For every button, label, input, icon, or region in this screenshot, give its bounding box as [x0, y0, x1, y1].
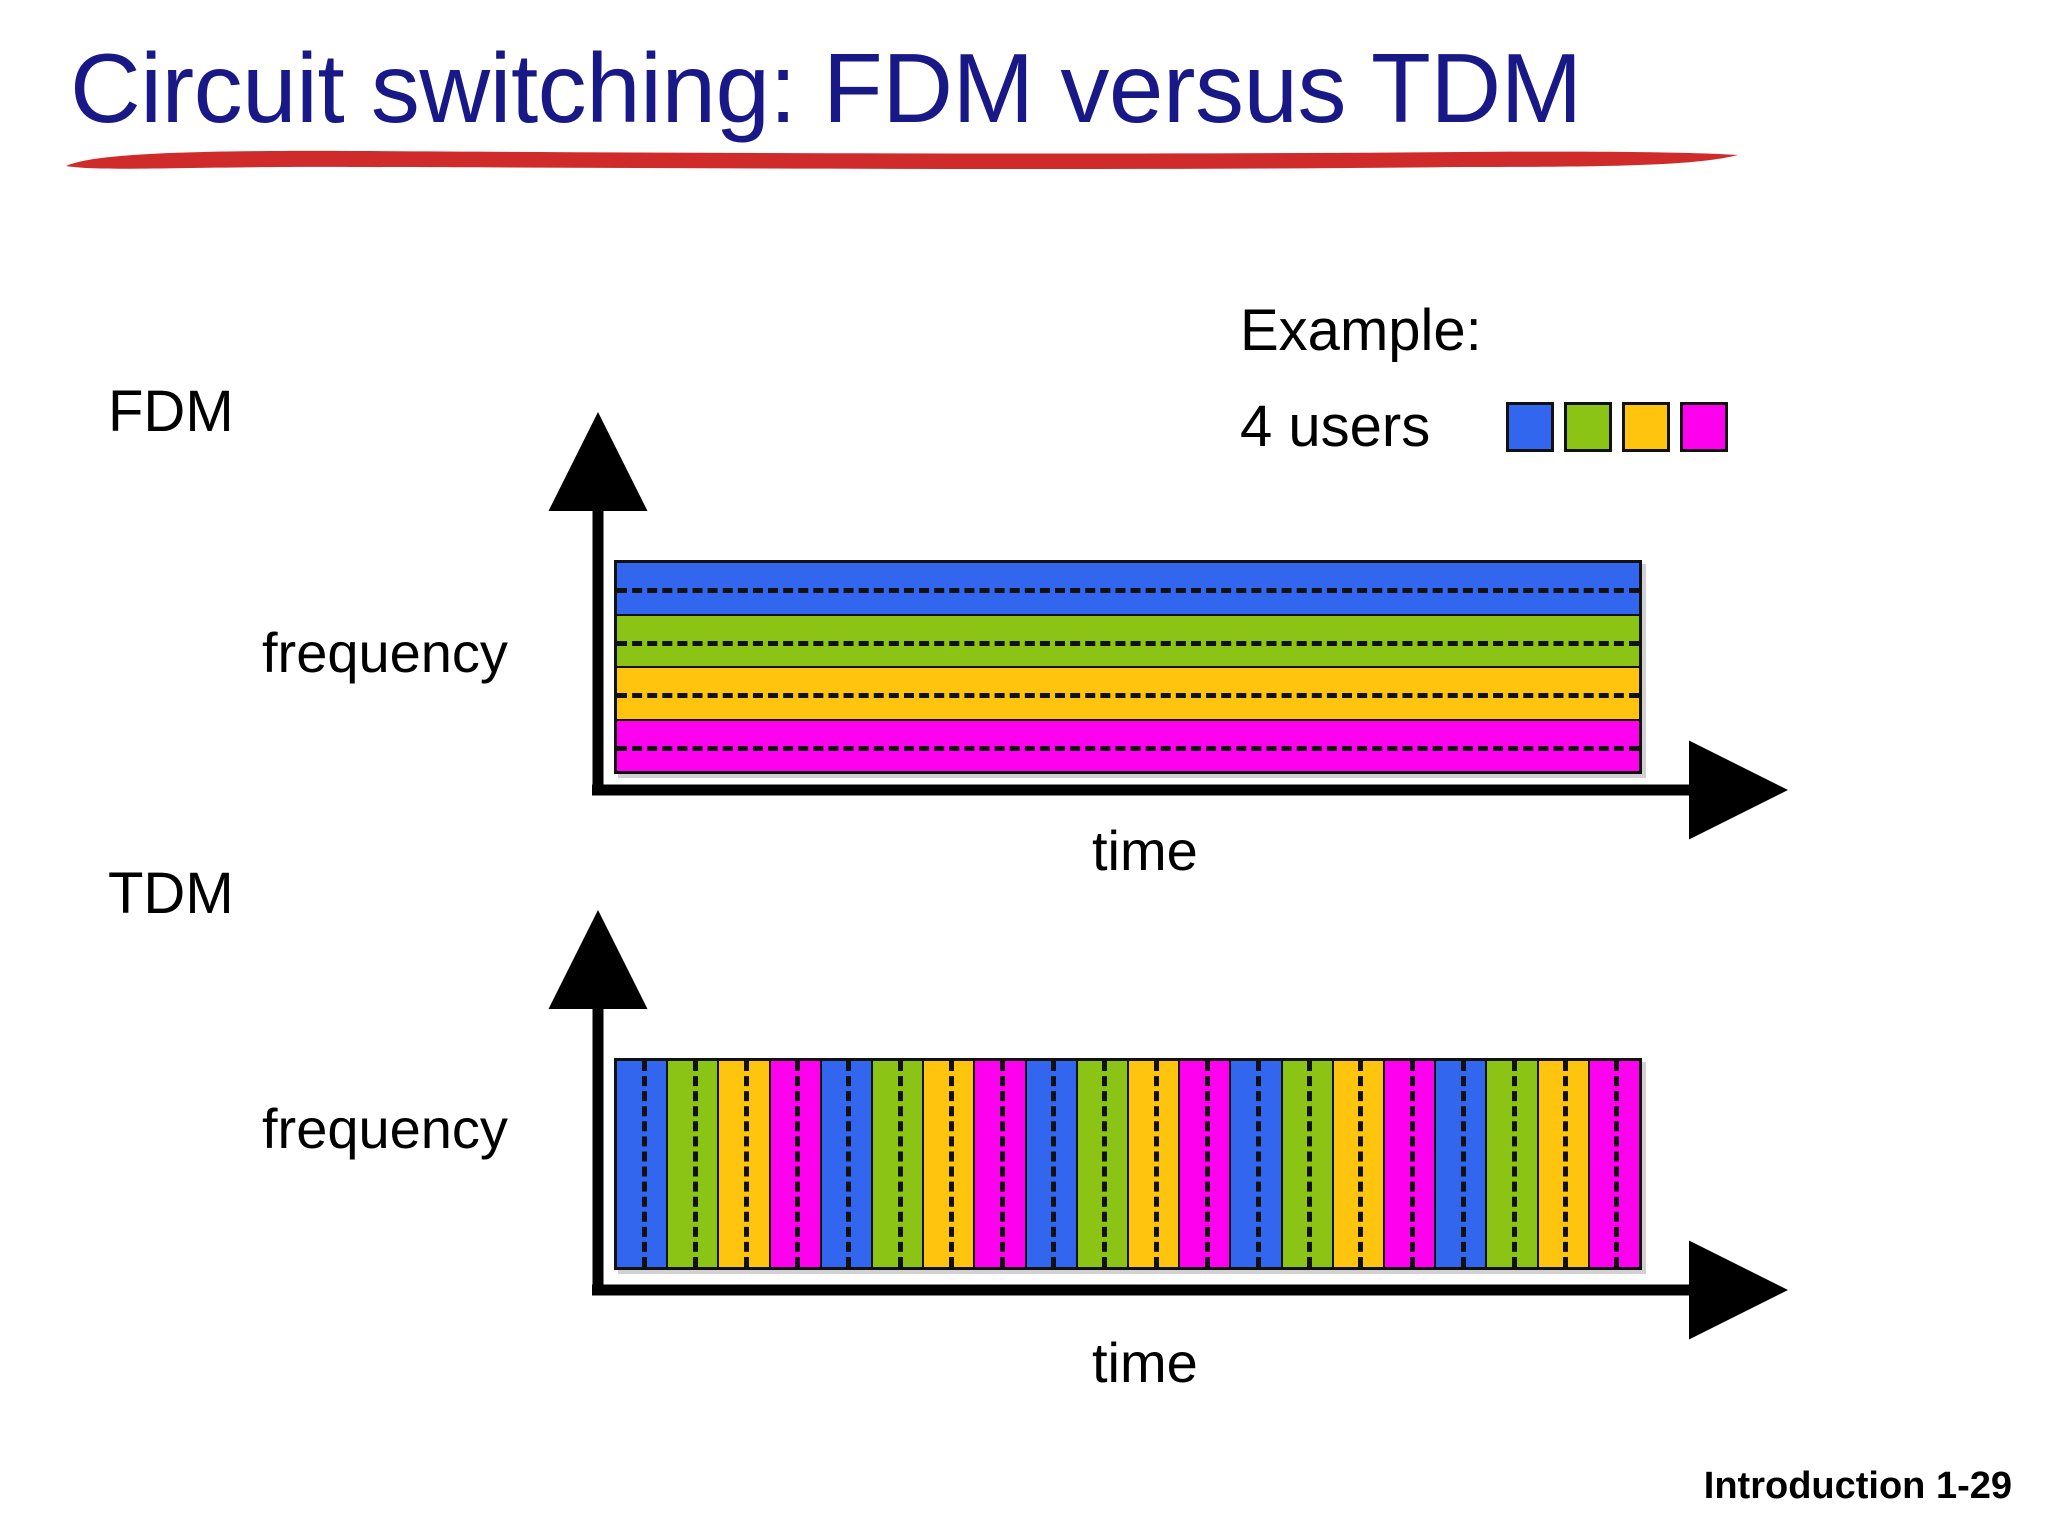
- tdm-slot: [1129, 1061, 1181, 1267]
- tdm-slot: [873, 1061, 925, 1267]
- tdm-slot-dash: [948, 1061, 954, 1267]
- tdm-slot-dash: [1000, 1061, 1006, 1267]
- fdm-band-dash-1: [617, 588, 1639, 594]
- tdm-slot: [770, 1061, 822, 1267]
- tdm-x-axis-label: time: [1092, 1331, 1198, 1394]
- tdm-slot: [668, 1061, 720, 1267]
- footer-slide-number: Introduction 1-29: [1703, 1465, 2012, 1507]
- tdm-slot-dash: [1256, 1061, 1262, 1267]
- tdm-slot-dash: [1512, 1061, 1518, 1267]
- fdm-band-user-2: [617, 615, 1639, 668]
- legend-swatches: [1506, 402, 1729, 452]
- tdm-slot-dash: [1358, 1061, 1364, 1267]
- example-legend: Example: 4 users: [1240, 298, 1729, 459]
- tdm-slot-dash: [1307, 1061, 1313, 1267]
- fdm-plot-area: [614, 560, 1642, 774]
- tdm-slot-dash: [1051, 1061, 1057, 1267]
- tdm-slot-dash: [1614, 1061, 1620, 1267]
- tdm-slot: [617, 1061, 669, 1267]
- tdm-slot-dash: [1153, 1061, 1159, 1267]
- tdm-slot-dash: [744, 1061, 749, 1267]
- tdm-slot: [975, 1061, 1027, 1267]
- section-label-fdm: FDM: [108, 379, 234, 444]
- legend-swatch-user-1: [1506, 402, 1555, 452]
- tdm-slot: [821, 1061, 874, 1267]
- tdm-slot: [1282, 1061, 1334, 1267]
- tdm-slot: [1487, 1061, 1539, 1267]
- tdm-slot: [1436, 1061, 1488, 1267]
- tdm-slot-dash: [1204, 1061, 1210, 1267]
- fdm-band-user-3: [617, 668, 1639, 721]
- legend-swatch-user-4: [1680, 402, 1729, 452]
- fdm-band-dash-2: [617, 640, 1639, 646]
- tdm-slot-dash: [692, 1061, 698, 1267]
- legend-swatch-user-2: [1564, 402, 1613, 452]
- tdm-slot: [1180, 1061, 1232, 1267]
- tdm-slot: [1333, 1061, 1386, 1267]
- tdm-slot: [1589, 1061, 1640, 1267]
- tdm-slot-dash: [846, 1061, 852, 1267]
- tdm-slot-dash: [1460, 1061, 1466, 1267]
- fdm-band-dash-3: [617, 693, 1639, 699]
- fdm-x-axis-label: time: [1092, 819, 1198, 882]
- tdm-slot: [1077, 1061, 1130, 1267]
- tdm-slot-dash: [1409, 1061, 1415, 1267]
- tdm-slot-dash: [1102, 1061, 1108, 1267]
- tdm-y-axis-label: frequency: [262, 1097, 508, 1160]
- tdm-slot: [1385, 1061, 1437, 1267]
- page-title: Circuit switching: FDM versus TDM: [70, 33, 1582, 143]
- tdm-slot: [1538, 1061, 1590, 1267]
- tdm-slot: [924, 1061, 976, 1267]
- tdm-slot-dash: [1563, 1061, 1569, 1267]
- tdm-slot: [719, 1061, 771, 1267]
- legend-caption: 4 users: [1240, 394, 1431, 459]
- tdm-plot-area: [614, 1058, 1642, 1270]
- fdm-band-user-4: [617, 720, 1639, 771]
- tdm-slot-dash: [897, 1061, 903, 1267]
- fdm-y-axis-label: frequency: [262, 621, 508, 684]
- fdm-chart: [548, 412, 1788, 840]
- tdm-slot: [1026, 1061, 1078, 1267]
- fdm-band-dash-4: [617, 745, 1639, 751]
- fdm-band-user-1: [617, 563, 1639, 616]
- section-label-tdm: TDM: [108, 861, 234, 926]
- tdm-slot-dash: [795, 1061, 801, 1267]
- legend-swatch-user-3: [1622, 402, 1671, 452]
- tdm-chart: [548, 910, 1788, 1340]
- example-title: Example:: [1240, 298, 1482, 363]
- tdm-slot: [1231, 1061, 1283, 1267]
- title-underline-swoosh: [66, 150, 1738, 170]
- legend-row: 4 users: [1240, 394, 1729, 459]
- tdm-slot-dash: [641, 1061, 647, 1267]
